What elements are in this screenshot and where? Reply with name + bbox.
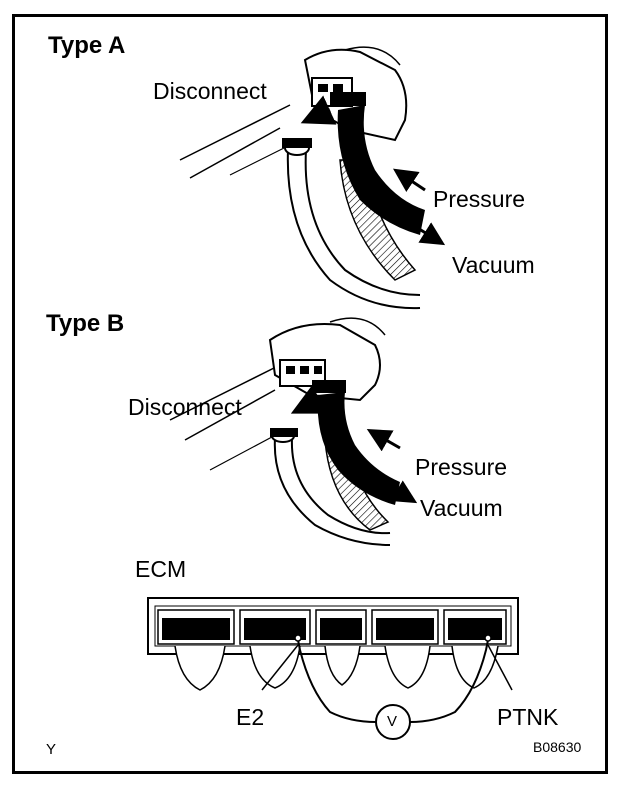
ecm-connector-4 xyxy=(371,609,439,645)
type-a-pressure-label: Pressure xyxy=(433,186,526,212)
ecm-connector-5 xyxy=(443,609,507,645)
type-b-black-hose xyxy=(317,392,400,505)
type-b-disconnect-label: Disconnect xyxy=(128,394,242,420)
type-a-disconnected-hose xyxy=(282,138,421,310)
corner-mark: Y xyxy=(46,741,57,758)
voltmeter-icon xyxy=(375,704,411,740)
e2-probe-lead xyxy=(297,639,377,723)
type-a-title: Type A xyxy=(48,32,126,59)
ecm-title: ECM xyxy=(135,556,187,582)
ecm-wire-harnesses xyxy=(174,645,499,691)
e2-terminal-label: E2 xyxy=(236,704,265,730)
ecm-connector-3 xyxy=(315,609,367,645)
type-a-black-hose xyxy=(337,105,425,235)
type-b-sensor-housing xyxy=(268,317,386,402)
type-b-disconnect-arrow xyxy=(290,384,327,414)
ecm-illustration xyxy=(147,597,519,740)
type-a-vacuum-arrow xyxy=(407,220,446,246)
type-a-disconnect-label: Disconnect xyxy=(153,78,267,104)
type-b-disconnected-hose xyxy=(270,428,391,546)
ecm-connector-1 xyxy=(157,609,235,645)
figure-code: B08630 xyxy=(533,739,582,755)
type-a-pressure-arrow xyxy=(393,168,426,192)
ptnk-probe-lead xyxy=(409,639,489,723)
type-b-pressure-label: Pressure xyxy=(415,454,508,480)
type-b-vacuum-label: Vacuum xyxy=(420,495,503,521)
type-b-vacuum-arrow xyxy=(381,480,418,504)
type-b-pressure-arrow xyxy=(366,429,401,452)
ptnk-terminal-label: PTNK xyxy=(497,704,559,730)
type-b-illustration xyxy=(169,317,418,546)
type-b-title: Type B xyxy=(46,310,125,337)
type-a-vacuum-label: Vacuum xyxy=(452,252,535,278)
voltmeter-symbol: V xyxy=(387,713,398,730)
type-a-disconnect-arrow xyxy=(300,95,337,125)
type-a-illustration xyxy=(179,46,446,310)
